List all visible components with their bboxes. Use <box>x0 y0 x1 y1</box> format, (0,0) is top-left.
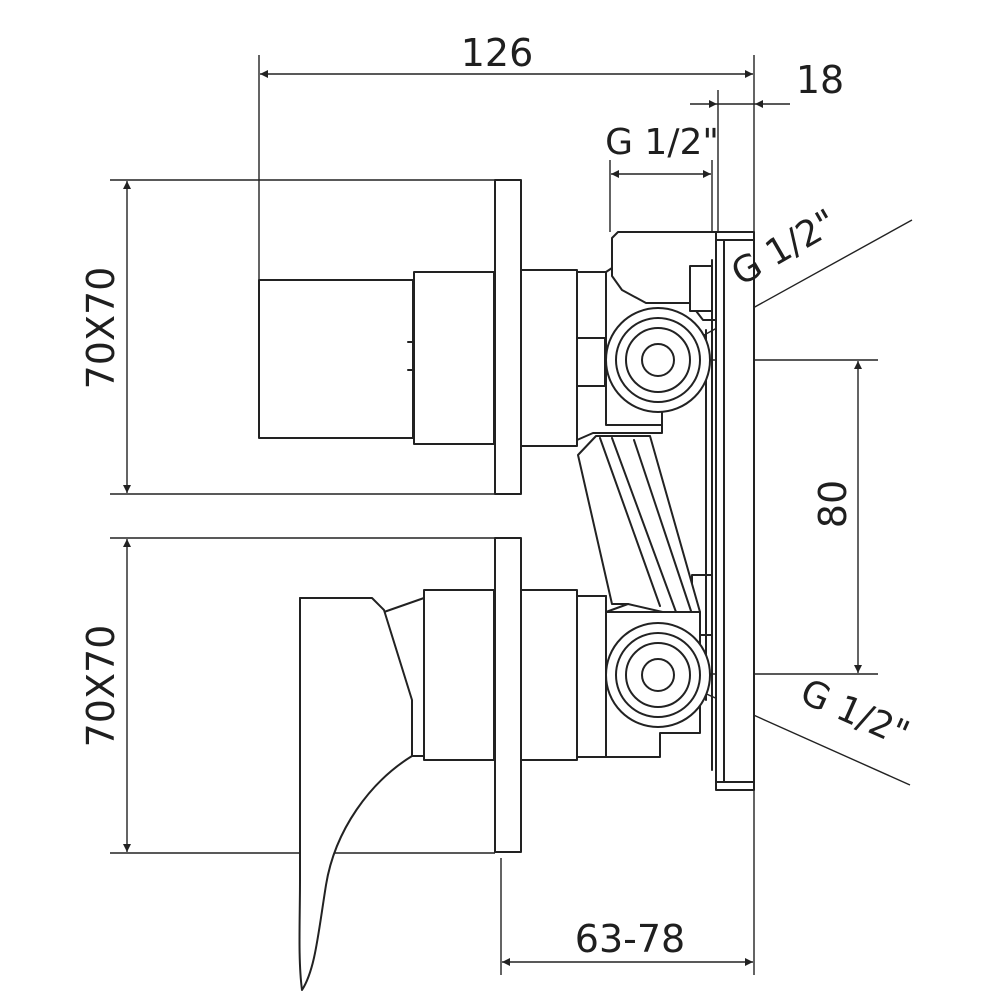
lower-cover-plate <box>494 537 522 853</box>
dim-outlet-thread-lower: G 1/2" <box>794 672 915 756</box>
upper-outlet-fitting <box>605 307 711 413</box>
dim-outlet-thread-upper: G 1/2" <box>725 202 844 294</box>
dim-overall-depth: 126 <box>461 31 534 75</box>
dim-flange-offset: 18 <box>796 58 844 102</box>
dim-lower-plate: 70X70 <box>79 625 123 748</box>
lower-outlet-fitting <box>605 622 711 728</box>
dim-installation-depth: 63-78 <box>575 917 685 961</box>
dim-upper-plate: 70X70 <box>79 267 123 390</box>
upper-cover-plate <box>494 179 522 495</box>
wall-plate <box>715 231 755 791</box>
upper-cartridge <box>258 269 606 447</box>
dim-outlet-spacing: 80 <box>811 480 855 528</box>
lever-handle <box>298 597 413 991</box>
dim-inlet-thread: G 1/2" <box>605 122 719 163</box>
